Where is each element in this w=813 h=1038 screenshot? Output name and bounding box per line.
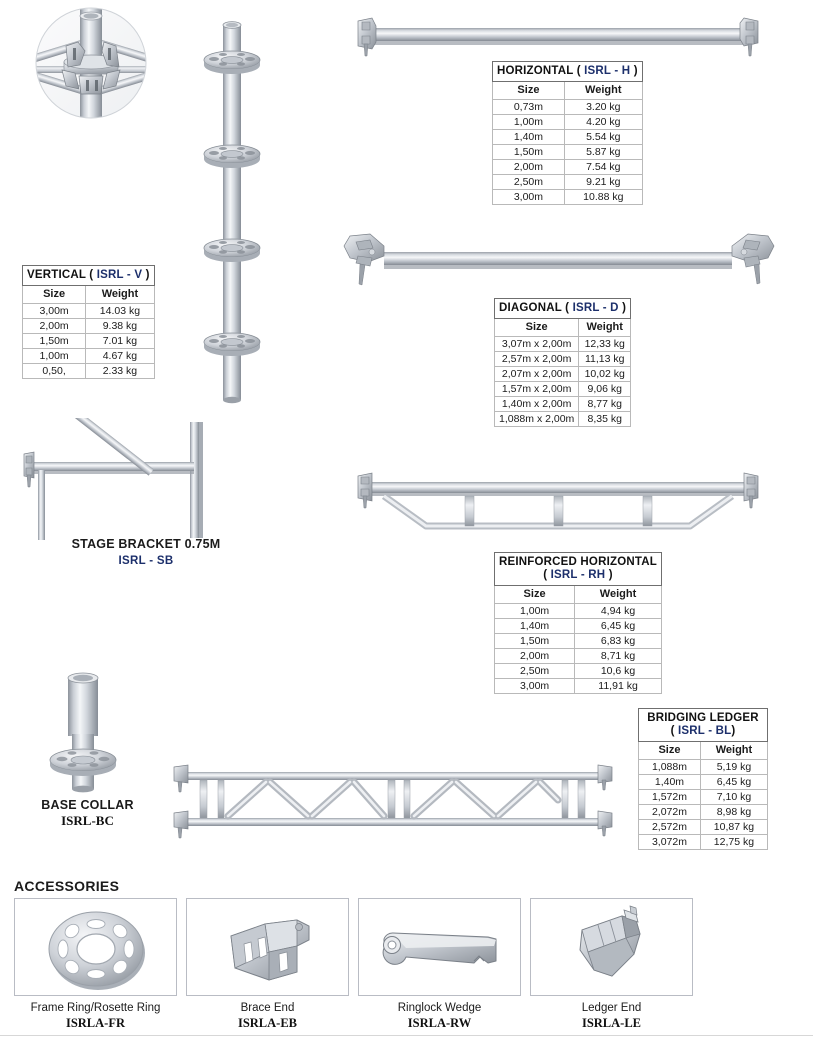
horizontal-ledger-figure [357, 17, 759, 57]
stage-bracket-name: STAGE BRACKET 0.75M [71, 537, 221, 551]
table-vertical-title: VERTICAL ( ISRL - V ) [22, 265, 155, 287]
column-header-size: Size [493, 318, 580, 337]
brace-end-icon [229, 919, 309, 981]
accessory-code: ISRLA-FR [65, 1016, 126, 1031]
accessory-label: Ledger End ISRLA-LE [530, 1001, 693, 1031]
column-header-size: Size [638, 741, 701, 761]
accessory-name: Ledger End [581, 1002, 642, 1014]
accessory-label: Ringlock Wedge ISRLA-RW [358, 1001, 521, 1031]
accessory-image-box [358, 898, 521, 996]
ledger-end-icon [579, 905, 640, 977]
column-header-size: Size [492, 81, 565, 100]
column-header-weight: Weight [574, 585, 662, 605]
reinforced-horizontal-figure [357, 472, 759, 530]
vertical-standard-figure [203, 21, 261, 404]
table-bridging-ledger: BRIDGING LEDGER ( ISRL - BL) Size Weight… [638, 708, 769, 851]
column-header-weight: Weight [563, 81, 643, 100]
table-diagonal: DIAGONAL ( ISRL - D ) Size Weight 3,07m … [493, 298, 632, 428]
base-collar-figure [49, 672, 117, 793]
stage-bracket-figure [23, 418, 203, 540]
accessory-name: Frame Ring/Rosette Ring [30, 1002, 161, 1014]
base-collar-name: BASE COLLAR [41, 798, 134, 812]
accessory-card-ledger-end[interactable]: Ledger End ISRLA-LE [530, 898, 693, 1031]
table-horizontal-title: HORIZONTAL ( ISRL - H ) [492, 61, 643, 83]
table-bridging-ledger-title: BRIDGING LEDGER ( ISRL - BL) [638, 708, 768, 743]
accessories-row: Frame Ring/Rosette Ring ISRLA-FR Brace E… [14, 898, 799, 1031]
table-horizontal: HORIZONTAL ( ISRL - H ) Size Weight 0,73… [492, 61, 643, 206]
rosette-ring-icon [48, 911, 145, 990]
accessory-image-box [186, 898, 349, 996]
accessory-card-brace-end[interactable]: Brace End ISRLA-EB [186, 898, 349, 1031]
column-header-weight: Weight [85, 285, 155, 304]
ringlock-node-photo [35, 7, 147, 119]
column-header-weight: Weight [578, 318, 632, 337]
table-reinforced-horizontal-title: REINFORCED HORIZONTAL ( ISRL - RH ) [494, 552, 662, 587]
column-header-size: Size [493, 585, 576, 605]
column-header-size: Size [21, 285, 87, 304]
accessory-name: Ringlock Wedge [397, 1002, 482, 1014]
table-reinforced-horizontal: REINFORCED HORIZONTAL ( ISRL - RH ) Size… [493, 552, 662, 695]
accessory-card-frame-ring[interactable]: Frame Ring/Rosette Ring ISRLA-FR [14, 898, 177, 1031]
column-header-weight: Weight [699, 741, 769, 761]
accessory-card-ringlock-wedge[interactable]: Ringlock Wedge ISRLA-RW [358, 898, 521, 1031]
accessory-image-box [530, 898, 693, 996]
table-row: 0,50,2.33 kg [21, 363, 155, 380]
ringlock-wedge-icon [382, 932, 496, 965]
accessory-label: Frame Ring/Rosette Ring ISRLA-FR [14, 1001, 177, 1031]
diagonal-brace-figure [343, 233, 775, 286]
accessories-heading: ACCESSORIES [14, 878, 120, 894]
accessory-image-box [14, 898, 177, 996]
accessory-name: Brace End [240, 1002, 295, 1014]
bridging-ledger-figure [173, 764, 613, 839]
stage-bracket-caption: STAGE BRACKET 0.75M ISRL - SB [46, 537, 246, 567]
bottom-divider [0, 1035, 813, 1036]
table-diagonal-title: DIAGONAL ( ISRL - D ) [494, 298, 631, 320]
accessory-code: ISRLA-RW [407, 1016, 472, 1031]
base-collar-caption: BASE COLLAR ISRL-BC [10, 798, 165, 829]
stage-bracket-code: ISRL - SB [118, 555, 174, 567]
base-collar-code: ISRL-BC [61, 813, 114, 828]
accessory-label: Brace End ISRLA-EB [186, 1001, 349, 1031]
accessory-code: ISRLA-EB [237, 1016, 298, 1031]
accessory-code: ISRLA-LE [581, 1016, 642, 1031]
rosette-rings [203, 50, 261, 356]
